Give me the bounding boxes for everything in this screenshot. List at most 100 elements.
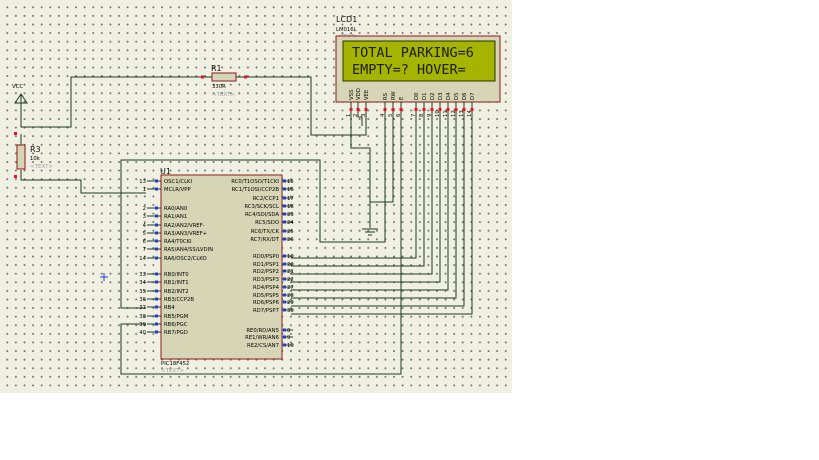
vcc-terminal[interactable]: VCC bbox=[12, 84, 28, 104]
lcd-pin-6[interactable]: E6 bbox=[396, 96, 405, 117]
mcu-pin-5[interactable]: RA3/AN3/VREF+5 bbox=[143, 231, 208, 237]
wire-rw-gnd[interactable] bbox=[370, 108, 394, 203]
lcd-pin-7[interactable]: D07 bbox=[411, 92, 420, 117]
vcc-label: VCC bbox=[12, 84, 23, 90]
lcd-screen bbox=[342, 40, 496, 82]
wire-lcd-rs[interactable] bbox=[120, 108, 386, 309]
lcd-pin-4[interactable]: RS4 bbox=[380, 92, 389, 117]
lcd-pin-9[interactable]: D29 bbox=[427, 93, 436, 117]
mcu-pin-name: RB5/PGM bbox=[164, 314, 189, 320]
wire-d1[interactable] bbox=[291, 108, 425, 267]
wire-lcd-gnd[interactable] bbox=[350, 108, 371, 228]
mcu-pin-number: 40 bbox=[139, 330, 146, 336]
mcu-pin-number: 20 bbox=[287, 262, 294, 268]
lcd-pin-number: 14 bbox=[467, 110, 473, 117]
wires bbox=[20, 76, 473, 375]
schematic-canvas[interactable]: VCC R1 330R <TEXT> R3 10k <TEXT> LCD1 LM… bbox=[0, 0, 512, 393]
wire-d0[interactable] bbox=[291, 108, 417, 259]
mcu-pin-number: 24 bbox=[287, 220, 294, 226]
wire-lcd-gnd2[interactable] bbox=[357, 108, 363, 126]
resistor-r1[interactable]: R1 330R <TEXT> bbox=[201, 64, 247, 98]
mcu-part: PIC18F452 bbox=[161, 361, 189, 367]
mcu-body bbox=[160, 174, 283, 360]
ground-symbol[interactable] bbox=[362, 228, 378, 236]
lcd-pin-number: 1 bbox=[346, 114, 352, 117]
lcd-pin-number: 2 bbox=[353, 114, 359, 117]
lcd-pin-8[interactable]: D18 bbox=[419, 93, 428, 117]
mcu-pin-number: 8 bbox=[287, 328, 291, 334]
lcd-lm016l[interactable]: LCD1 LM016L <TEXT> TOTAL PARKING=6 EMPTY… bbox=[335, 15, 501, 117]
lcd-pin-5[interactable]: RW5 bbox=[388, 91, 397, 117]
mcu-pin-name: RC6/TX/CK bbox=[251, 229, 280, 235]
mcu-pin-name: RE0/RD/AN5 bbox=[246, 328, 279, 334]
mcu-pin-25[interactable]: RC6/TX/CK 25 bbox=[251, 229, 294, 235]
wire-d5[interactable] bbox=[291, 108, 457, 299]
mcu-pin-name: RA1/AN1 bbox=[164, 214, 187, 220]
mcu-pin-8[interactable]: RE0/RD/AN5 8 bbox=[246, 328, 293, 334]
wire-vcc-r1[interactable] bbox=[20, 76, 211, 128]
mcu-pin-30[interactable]: RD7/PSP7 30 bbox=[253, 308, 294, 314]
wire-d6[interactable] bbox=[291, 108, 465, 307]
lcd-part: LM016L bbox=[336, 27, 357, 33]
mcu-pin-number: 25 bbox=[287, 229, 294, 235]
lcd-pin-name: D0 bbox=[414, 92, 420, 100]
wire-d7[interactable] bbox=[291, 108, 473, 315]
wire-d3[interactable] bbox=[291, 108, 441, 283]
wire-lcd-e[interactable] bbox=[120, 108, 402, 375]
mcu-pin-4[interactable]: RA2/AN2/VREF-4 bbox=[143, 223, 205, 229]
mcu-pin-name: RB4 bbox=[164, 305, 175, 311]
wire-d4[interactable] bbox=[291, 108, 449, 291]
mcu-pin-name: RD7/PSP7 bbox=[253, 308, 279, 314]
wire-r1-lcd[interactable] bbox=[237, 76, 367, 136]
wire-r3-mclr[interactable] bbox=[20, 170, 146, 194]
lcd-pin-number: 12 bbox=[451, 110, 457, 117]
wire-d2[interactable] bbox=[291, 108, 433, 275]
mcu-pin-name: RC1/T1OSI/CCP2B bbox=[232, 187, 280, 193]
mcu-pin-number: 17 bbox=[287, 196, 294, 202]
mcu-pic18f452[interactable]: U1 PIC18F452 <TEXT> OSC1/CLKI13MCLR/VPP1… bbox=[139, 167, 294, 374]
mcu-pin-number: 30 bbox=[287, 308, 294, 314]
resistor-r3[interactable]: R3 10k <TEXT> bbox=[14, 132, 53, 178]
mcu-pin-name: RE2/CS/AN7 bbox=[247, 343, 279, 349]
mcu-pin-name: RA6/OSC2/CLKO bbox=[164, 256, 207, 262]
